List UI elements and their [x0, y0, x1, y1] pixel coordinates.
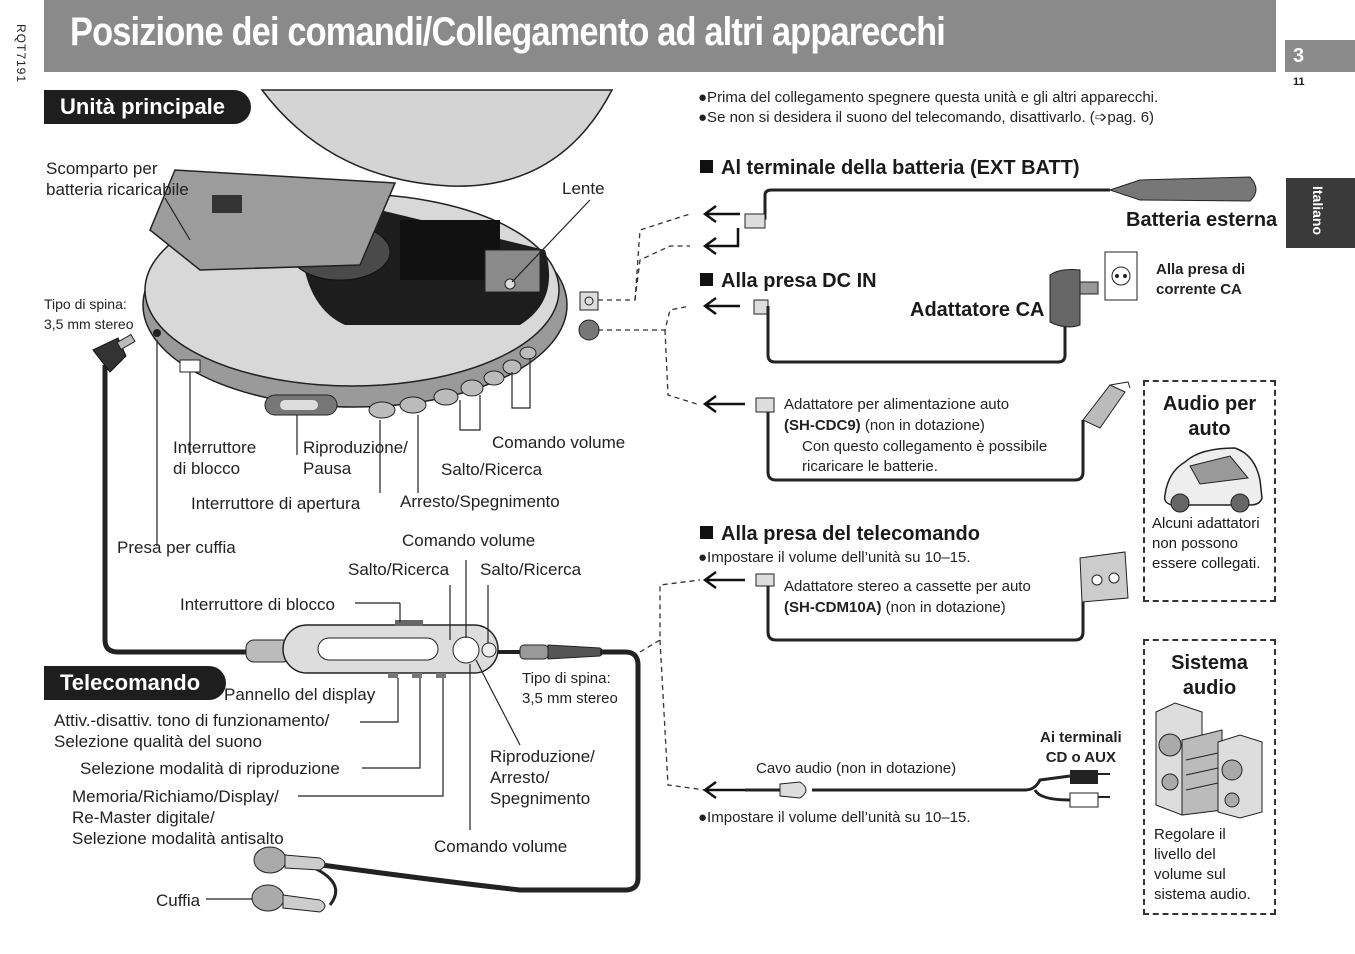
bullet-square-icon	[700, 273, 713, 286]
language-tab-label: Italiano	[1310, 186, 1326, 236]
remote-plug-type-label: Tipo di spina: 3,5 mm stereo	[522, 670, 618, 707]
remote-skip-left-label: Salto/Ricerca	[348, 560, 450, 579]
dc-in-heading-text: Alla presa DC IN	[721, 270, 877, 292]
audio-cable-label: Cavo audio (non in dotazione)	[756, 760, 957, 777]
car-power-note: Con questo collegamento è possibile rica…	[802, 438, 1048, 475]
memory-label: Memoria/Richiamo/Display/ Re-Master digi…	[72, 787, 284, 848]
note-remote-beep: ●Se non si desidera il suono del telecom…	[698, 109, 1155, 126]
ac-adapter-label: Adattatore CA	[910, 299, 1045, 321]
open-switch-label: Interruttore di apertura	[191, 494, 361, 513]
ac-adapter-illustration	[753, 251, 1138, 364]
remote-jack-volume-note: ●Impostare il volume dell’unità su 10–15…	[698, 549, 971, 566]
language-tab: Italiano	[1286, 178, 1355, 248]
audio-system-box: Sistema audio Regolare il livello del vo…	[1143, 639, 1276, 915]
headphones-illustration	[206, 649, 641, 913]
cassette-model-suffix: (non in dotazione)	[881, 599, 1006, 616]
page-title: Posizione dei comandi/Collegamento ad al…	[70, 10, 946, 54]
stereo-system-icon	[1155, 702, 1263, 819]
ext-batt-heading: Al terminale della batteria (EXT BATT)	[700, 157, 1080, 180]
external-battery-illustration	[744, 176, 1257, 229]
cd-player-illustration	[142, 89, 614, 419]
connection-arrows	[702, 204, 745, 800]
main-skip-search-label: Salto/Ricerca	[441, 460, 543, 479]
remote-skip-right-label: Salto/Ricerca	[480, 560, 582, 579]
main-unit-leader-lines	[156, 197, 591, 546]
audio-cable-illustration	[745, 770, 1110, 808]
page-number: 3	[1285, 40, 1355, 72]
remote-jack-heading: Alla presa del telecomando	[700, 523, 980, 546]
cassette-adapter-illustration	[755, 551, 1129, 642]
cassette-adapter-label: Adattatore stereo a cassette per auto	[784, 578, 1031, 595]
audio-system-text: Regolare il livello del volume sul siste…	[1154, 826, 1251, 903]
cd-aux-terminals-label: Ai terminali CD o AUX	[1040, 729, 1122, 766]
car-power-adapter-illustration	[755, 381, 1131, 482]
cassette-adapter-model: (SH-CDM10A) (non in dotazione)	[784, 598, 1006, 618]
play-pause-label: Riproduzione/ Pausa	[303, 438, 408, 478]
car-icon	[1163, 447, 1263, 513]
battery-compartment-label: Scomparto per batteria ricaricabile	[46, 159, 189, 199]
note-power-off: ●Prima del collegamento spegnere questa …	[698, 89, 1159, 106]
car-audio-title: Audio per auto	[1162, 393, 1257, 440]
headphones-label: Cuffia	[156, 891, 201, 910]
connection-dashed-lines	[598, 213, 706, 791]
car-audio-box: Audio per auto Alcuni adattatori non pos…	[1143, 380, 1276, 602]
ext-batt-heading-text: Al terminale della batteria (EXT BATT)	[721, 157, 1080, 179]
page-subnumber: 11	[1293, 76, 1305, 88]
display-panel-label: Pannello del display	[224, 685, 376, 704]
dc-in-heading: Alla presa DC IN	[700, 270, 877, 293]
remote-volume-bottom-label: Comando volume	[434, 837, 568, 856]
lens-label: Lente	[562, 179, 605, 198]
lock-switch-label: Interruttore di blocco	[173, 438, 257, 478]
bullet-square-icon	[700, 160, 713, 173]
car-power-adapter-label: Adattatore per alimentazione auto	[784, 396, 1010, 413]
remote-lock-switch-label: Interruttore di blocco	[180, 595, 335, 614]
document-code: RQT7191	[14, 24, 28, 84]
main-unit-heading: Unità principale	[44, 90, 252, 124]
car-audio-text: Alcuni adattatori non possono essere col…	[1152, 515, 1261, 572]
bullet-square-icon	[700, 526, 713, 539]
remote-control-illustration	[245, 620, 604, 678]
car-power-model-suffix: (non in dotazione)	[860, 417, 985, 434]
play-mode-label: Selezione modalità di riproduzione	[80, 759, 340, 778]
headphone-cable-main	[92, 333, 285, 655]
car-power-model-code: (SH-CDC9)	[784, 417, 861, 434]
ac-outlet-label: Alla presa di corrente CA	[1156, 261, 1246, 298]
external-battery-label: Batteria esterna	[1126, 209, 1278, 231]
cassette-model-code: (SH-CDM10A)	[784, 599, 882, 616]
main-plug-type-label: Tipo di spina: 3,5 mm stereo	[44, 296, 134, 332]
title-bar	[44, 0, 1276, 72]
operation-tone-label: Attiv.-disattiv. tono di funzionamento/ …	[54, 711, 330, 751]
remote-volume-top-label: Comando volume	[402, 531, 536, 550]
remote-play-stop-label: Riproduzione/ Arresto/ Spegnimento	[490, 747, 595, 808]
audio-cable-volume-note: ●Impostare il volume dell’unità su 10–15…	[698, 809, 971, 826]
audio-system-title: Sistema audio	[1171, 652, 1248, 699]
car-power-model: (SH-CDC9) (non in dotazione)	[784, 416, 985, 436]
remote-leader-lines	[298, 560, 521, 830]
remote-jack-heading-text: Alla presa del telecomando	[721, 523, 980, 545]
headphone-jack-label: Presa per cuffia	[117, 538, 236, 557]
remote-heading: Telecomando	[44, 666, 227, 700]
stop-off-label: Arresto/Spegnimento	[400, 492, 560, 511]
main-volume-label: Comando volume	[492, 433, 626, 452]
